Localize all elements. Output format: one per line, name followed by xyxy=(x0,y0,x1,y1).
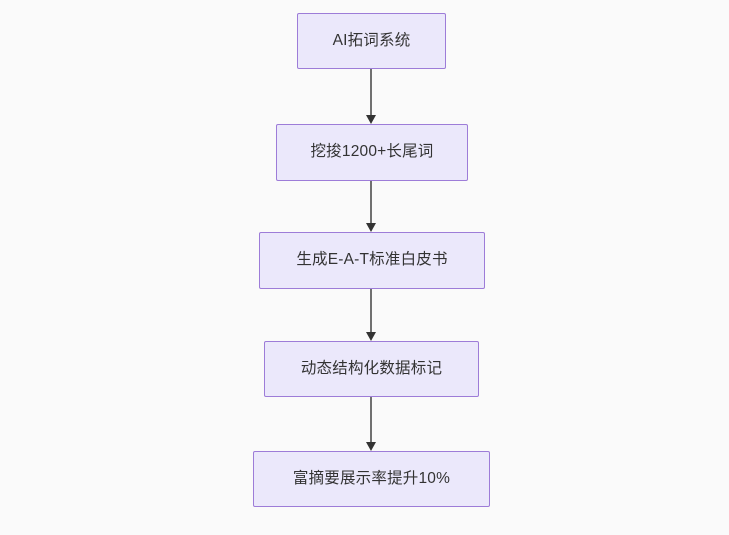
flow-node-dynamic-structured-data-markup[interactable]: 动态结构化数据标记 xyxy=(264,341,479,397)
flow-node-label: AI拓词系统 xyxy=(332,31,411,49)
edge-line xyxy=(370,397,372,444)
flow-edge-2 xyxy=(365,181,377,232)
flow-edge-1 xyxy=(365,69,377,124)
flow-node-ai-keyword-system[interactable]: AI拓词系统 xyxy=(297,13,446,69)
flow-node-label: 挖捘1200+长尾词 xyxy=(310,143,434,161)
edge-line xyxy=(370,289,372,334)
flow-node-label: 生成E-A-T标准白皮书 xyxy=(296,251,448,269)
flow-node-rich-snippet-rate-increase[interactable]: 富摘要展示率提升10% xyxy=(253,451,490,507)
arrowhead-icon xyxy=(365,115,376,124)
arrowhead-icon xyxy=(365,442,376,451)
arrowhead-icon xyxy=(365,223,376,232)
flow-node-label: 动态结构化数据标记 xyxy=(300,359,443,377)
flow-node-generate-eat-whitepaper[interactable]: 生成E-A-T标准白皮书 xyxy=(259,232,485,289)
flow-node-label: 富摘要展示率提升10% xyxy=(292,469,451,487)
edge-line xyxy=(370,69,372,117)
edge-line xyxy=(370,181,372,225)
flow-edge-3 xyxy=(365,289,377,341)
flow-node-mine-longtail-keywords[interactable]: 挖捘1200+长尾词 xyxy=(276,124,468,181)
flow-edge-4 xyxy=(365,397,377,451)
arrowhead-icon xyxy=(365,332,376,341)
